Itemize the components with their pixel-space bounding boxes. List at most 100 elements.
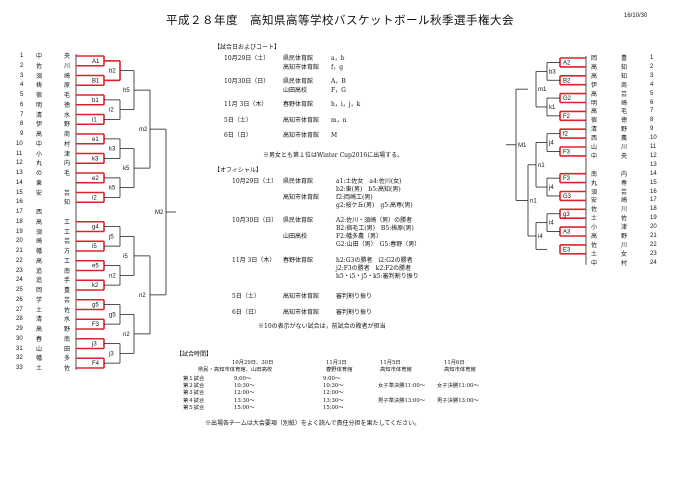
schedule-venue: 高知市体育館 [283, 64, 320, 71]
schedule-codes: a，b [331, 55, 345, 62]
team-name-char: 工 [64, 228, 71, 236]
match-code: m1 [538, 87, 547, 93]
match-code: G2 [563, 96, 572, 102]
match-code: n2 [109, 273, 116, 279]
match-code: h5 [123, 88, 130, 94]
team-name-char: 丸 [591, 179, 598, 187]
team-number: 20 [16, 238, 23, 245]
team-name-char: 高 [591, 233, 598, 240]
officials-venue: 高知市体育館 [283, 293, 320, 300]
team-name-char: 水 [64, 316, 71, 324]
officials-venue: 県民体育館 [283, 178, 314, 185]
match-code: M2 [155, 210, 164, 216]
team-name-char: 南 [64, 335, 71, 343]
officials-assignment: j2:F3の勝者 k2:F2の勝者 [336, 265, 412, 272]
match-code: F2 [563, 114, 571, 120]
schedule-note: ※男女とも第１位はWinter Cup2016に出場する。 [263, 152, 404, 159]
team-number: 23 [650, 250, 657, 257]
schedule-venue: 県民体育館 [283, 78, 314, 85]
team-name-char: 高 [36, 131, 43, 138]
times-row-label: 第４試合 [183, 397, 205, 404]
match-code: e2 [92, 176, 99, 182]
officials-assignment: F2:幡多農（男） [336, 233, 383, 240]
match-code: b1 [92, 98, 99, 104]
team-name-char: 高 [36, 257, 43, 265]
team-name-char: 津 [64, 150, 71, 158]
team-number: 22 [650, 241, 657, 248]
team-number: 27 [16, 306, 23, 313]
team-number: 3 [650, 72, 654, 79]
match-code: k5 [123, 166, 130, 172]
team-name-char: 崎 [621, 197, 628, 205]
team-name-char: 佐 [64, 306, 71, 314]
schedule-codes: M [331, 132, 338, 139]
times-cell: 10:30～ [234, 383, 255, 390]
times-cell: 男子決勝13:00～ [437, 397, 479, 404]
team-number: 11 [650, 144, 657, 150]
team-number: 11 [16, 150, 23, 157]
times-cell: 13:30～ [323, 397, 344, 404]
team-name-char: 崎 [64, 72, 71, 80]
schedule-date: 5日（土） [224, 117, 252, 124]
schedule-codes: h，i，j，k [331, 101, 361, 108]
schedule-codes: F，G [331, 87, 346, 94]
officials-assignment: a1:土佐女 a4:佐川(女) [336, 178, 402, 185]
officials-assignment: 審判割り振り [336, 293, 373, 300]
times-note: ※出場各チームは大会要項（別紙）をよく読んで責任分担を果たしてください。 [205, 420, 421, 427]
team-number: 19 [16, 228, 23, 235]
match-code: i5 [123, 254, 128, 260]
team-name-char: 央 [621, 152, 628, 160]
team-name-char: 知 [621, 72, 628, 80]
team-number: 3 [20, 72, 24, 79]
team-number: 15 [16, 189, 23, 196]
team-name-char: 東 [36, 179, 43, 187]
times-heading: 【試合時間】 [176, 351, 213, 358]
match-code: j5 [108, 234, 114, 240]
match-code: E3 [563, 247, 571, 253]
officials-assignment: h5・i5・j5・k5:審判割り振り [336, 273, 419, 280]
team-name-char: 崎 [36, 238, 43, 246]
team-number: 9 [20, 131, 24, 137]
team-name-char: 土 [591, 215, 598, 223]
team-number: 1 [650, 55, 654, 61]
officials-date: 6日（日） [232, 309, 260, 316]
team-name-char: 佐 [591, 206, 598, 214]
team-name-char: 岡 [591, 55, 598, 62]
team-name-char: 徳 [621, 117, 628, 125]
team-name-char: 徳 [64, 101, 71, 109]
officials-assignment: G2:山田（男） G5:春野（男） [336, 241, 421, 248]
officials-heading: 【オフィシャル】 [214, 167, 262, 174]
match-code: g5 [92, 303, 99, 309]
match-code: g4 [92, 225, 99, 231]
times-col-date: 10月29日、30日 [232, 360, 274, 366]
team-number: 4 [20, 82, 24, 89]
match-code: i1 [92, 117, 97, 123]
match-code: F3 [92, 322, 100, 328]
match-code: k3 [109, 147, 116, 153]
team-number: 17 [16, 209, 23, 215]
schedule-venue: 県民体育館 [283, 55, 314, 62]
match-code: j4 [548, 185, 554, 191]
match-code: A1 [92, 59, 100, 65]
officials-venue: 高知市体育館 [283, 309, 320, 316]
match-code: n2 [139, 293, 146, 299]
team-name-char: 佐 [64, 365, 71, 372]
team-name-char: 多 [64, 355, 71, 363]
team-name-char: 崎 [621, 99, 628, 107]
team-name-char: 野 [621, 233, 628, 240]
team-number: 2 [650, 63, 654, 70]
team-number: 25 [16, 287, 23, 293]
team-number: 7 [20, 111, 24, 118]
team-name-char: 佐 [591, 241, 598, 249]
times-col-venue: 春野体育館 [326, 367, 353, 373]
officials-assignment: b2:東(男) b5:高知(男) [336, 186, 401, 193]
times-cell: 9:00～ [234, 376, 252, 382]
team-name-char: 高 [591, 63, 598, 71]
match-code: n1 [530, 198, 537, 204]
team-name-char: 芸 [64, 189, 71, 197]
match-code: k5 [109, 186, 116, 192]
schedule-date: 6日（日） [224, 132, 252, 139]
team-name-char: 土 [36, 365, 43, 372]
team-name-char: 毛 [621, 108, 628, 116]
team-name-char: 毛 [64, 170, 71, 177]
